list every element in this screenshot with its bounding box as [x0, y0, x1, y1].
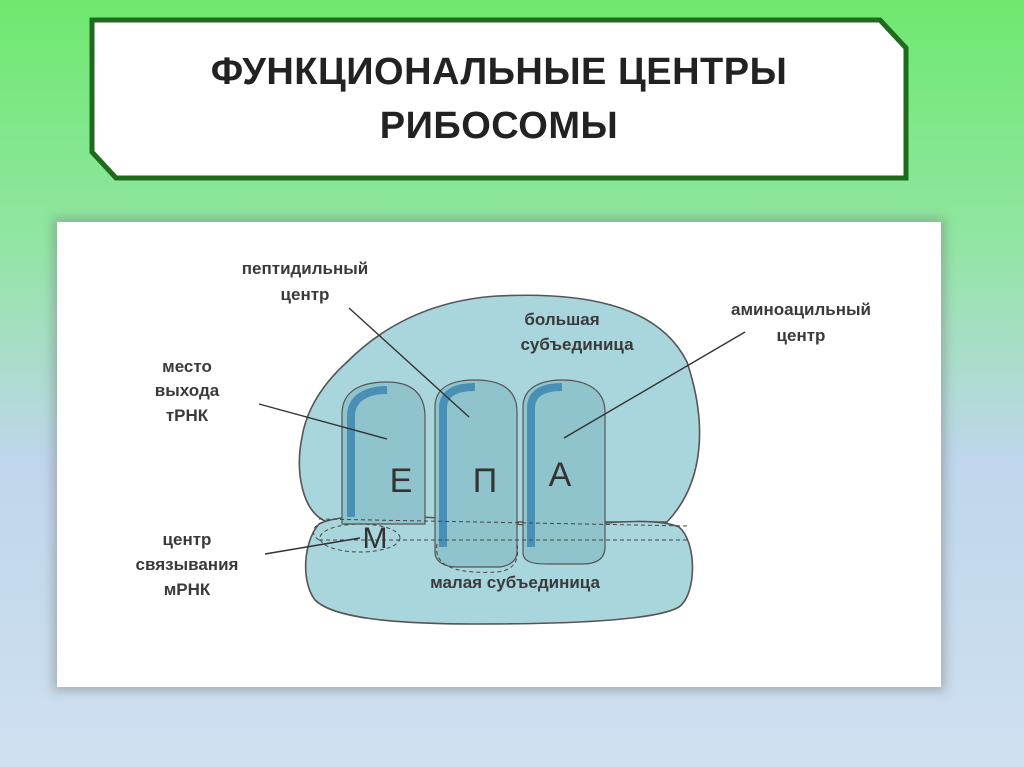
exit-site-label-2: выхода [155, 381, 220, 400]
mrna-binding-label-2: связывания [136, 555, 239, 574]
exit-site-label-1: место [162, 357, 212, 376]
exit-site-leader-line [258, 403, 388, 440]
m-site-outline [319, 523, 401, 553]
m-site-letter: М [363, 522, 388, 555]
aminoacyl-center-label-2: центр [777, 326, 826, 345]
peptidyl-center-label-2: центр [281, 285, 330, 304]
exit-site-label-3: тРНК [166, 406, 209, 425]
aminoacyl-leader-line [563, 331, 746, 439]
peptidyl-center-label-1: пептидильный [242, 259, 369, 278]
mrna-channel-top [318, 518, 690, 527]
mrna-binding-label-3: мРНК [164, 580, 211, 599]
title-card: ФУНКЦИОНАЛЬНЫЕ ЦЕНТРЫ РИБОСОМЫ [88, 16, 910, 182]
e-site-rim [347, 386, 388, 517]
ribosome-diagram: Е П А М пептидильный центр большая субъе… [136, 259, 871, 625]
p-site-shape [434, 379, 518, 568]
mrna-leader-line [264, 537, 361, 555]
title-line-1: ФУНКЦИОНАЛЬНЫЕ ЦЕНТРЫ [210, 51, 788, 93]
title-card-frame [89, 17, 909, 181]
title-line-2: РИБОСОМЫ [379, 105, 619, 147]
slide-title: ФУНКЦИОНАЛЬНЫЕ ЦЕНТРЫ РИБОСОМЫ [88, 16, 910, 182]
mrna-binding-label-1: центр [163, 530, 212, 549]
peptidyl-leader-line [348, 307, 470, 418]
e-site-letter: Е [390, 462, 413, 500]
large-subunit-label-2: субъединица [520, 335, 634, 354]
a-site-rim [527, 383, 563, 547]
large-subunit-label-1: большая [524, 310, 599, 329]
p-site-letter: П [473, 462, 497, 500]
e-site-shape [341, 381, 426, 525]
ribosome-diagram-card: Е П А М пептидильный центр большая субъе… [57, 222, 941, 687]
aminoacyl-center-label-1: аминоацильный [731, 300, 871, 319]
small-subunit-label: малая субъединица [430, 573, 600, 592]
p-site-rim [439, 383, 476, 547]
a-site-letter: А [549, 456, 572, 494]
